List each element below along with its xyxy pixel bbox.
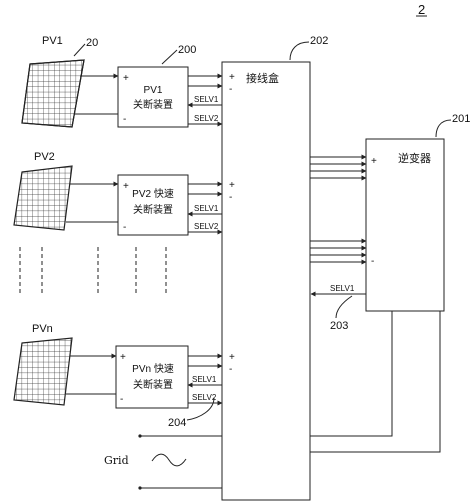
sd2-selv1-label: SELV1 xyxy=(194,204,219,213)
junction-box-frame xyxy=(221,61,311,501)
grid-terminal-1 xyxy=(138,434,142,438)
pv-module-2-label: PV2 xyxy=(34,151,55,163)
junction-box: 接线盒 202 + - + - + - xyxy=(221,35,328,501)
shutdown-device-1-plus: + xyxy=(123,73,129,84)
shutdown-device-2-subtitle: 关断装置 xyxy=(133,203,173,216)
jb-terminal-2-minus: - xyxy=(229,192,232,203)
dc-bus-upper xyxy=(310,154,367,181)
shutdown-device-n-box xyxy=(115,345,189,409)
pv-module-1-leader xyxy=(73,43,86,57)
solar-panel-n-icon xyxy=(13,337,73,406)
pv-module-n: PVn xyxy=(13,323,73,406)
grid: Grid xyxy=(104,434,222,490)
sdn-selv2-label: SELV2 xyxy=(192,393,217,402)
jb-terminal-1-plus: + xyxy=(229,72,235,83)
junction-box-ref: 202 xyxy=(310,35,328,47)
junction-box-leader xyxy=(289,41,310,61)
shutdown-device-n-plus: + xyxy=(120,352,126,363)
inverter-ref: 201 xyxy=(452,113,470,125)
pv-module-1-label: PV1 xyxy=(42,35,63,47)
ac-line-1 xyxy=(310,311,393,437)
grid-label: Grid xyxy=(104,454,129,467)
sd1-selv2-label: SELV2 xyxy=(194,114,219,123)
inverter-leader xyxy=(435,119,452,138)
shutdown-device-1-box xyxy=(117,66,189,128)
inverter-selv-label: SELV1 xyxy=(330,284,355,293)
jb-terminal-n-minus: - xyxy=(229,364,232,375)
sdn-selv1-label: SELV1 xyxy=(192,375,217,384)
pv-module-1: PV1 20 xyxy=(21,35,98,128)
shutdown-device-1: + - PV1 关断装置 200 xyxy=(117,44,196,128)
pv-module-1-ref: 20 xyxy=(86,37,98,49)
shutdown-device-n-title: PVn 快速 xyxy=(132,363,174,375)
shutdown-device-n-subtitle: 关断装置 xyxy=(133,378,173,391)
sd1-selv1-label: SELV1 xyxy=(194,95,219,104)
inverter-selv-leader xyxy=(335,295,353,319)
shutdown-device-1-subtitle: 关断装置 xyxy=(133,98,173,111)
jb-terminal-1-minus: - xyxy=(229,84,232,95)
junction-box-label: 接线盒 xyxy=(246,71,279,85)
shutdown-device-n-leader xyxy=(186,397,215,421)
shutdown-device-1-title: PV1 xyxy=(144,85,163,96)
pv-module-n-label: PVn xyxy=(32,323,53,335)
jb-terminal-n-plus: + xyxy=(229,352,235,363)
shutdown-device-2: + - PV2 快速 关断装置 xyxy=(117,174,189,236)
solar-panel-1-cells xyxy=(21,59,85,128)
shutdown-device-2-title: PV2 快速 xyxy=(132,188,174,200)
inverter-box xyxy=(365,138,445,312)
inverter-label: 逆变器 xyxy=(398,151,431,165)
inverter: 逆变器 201 + - xyxy=(365,113,470,312)
shutdown-device-2-plus: + xyxy=(123,181,129,192)
sd2-selv2-label: SELV2 xyxy=(194,222,219,231)
solar-panel-2-icon xyxy=(13,165,73,231)
grid-terminal-2 xyxy=(138,486,142,490)
shutdown-device-n: + - PVn 快速 关断装置 204 xyxy=(115,345,215,429)
ac-line-2 xyxy=(310,311,441,453)
figure-number: 2 xyxy=(418,2,425,17)
shutdown-device-2-minus: - xyxy=(123,222,126,233)
inverter-minus: - xyxy=(371,256,374,267)
dc-bus-lower xyxy=(310,238,367,265)
shutdown-device-1-leader xyxy=(161,49,178,65)
shutdown-device-1-ref: 200 xyxy=(178,44,196,56)
shutdown-device-n-minus: - xyxy=(120,394,123,405)
shutdown-device-n-ref: 204 xyxy=(168,417,186,429)
inverter-plus: + xyxy=(371,156,377,167)
ac-wave-icon xyxy=(151,453,187,467)
inverter-selv-ref: 203 xyxy=(330,320,348,332)
shutdown-device-1-minus: - xyxy=(123,114,126,125)
pv-module-2: PV2 xyxy=(13,151,73,231)
jb-terminal-2-plus: + xyxy=(229,180,235,191)
shutdown-device-2-box xyxy=(117,174,189,236)
